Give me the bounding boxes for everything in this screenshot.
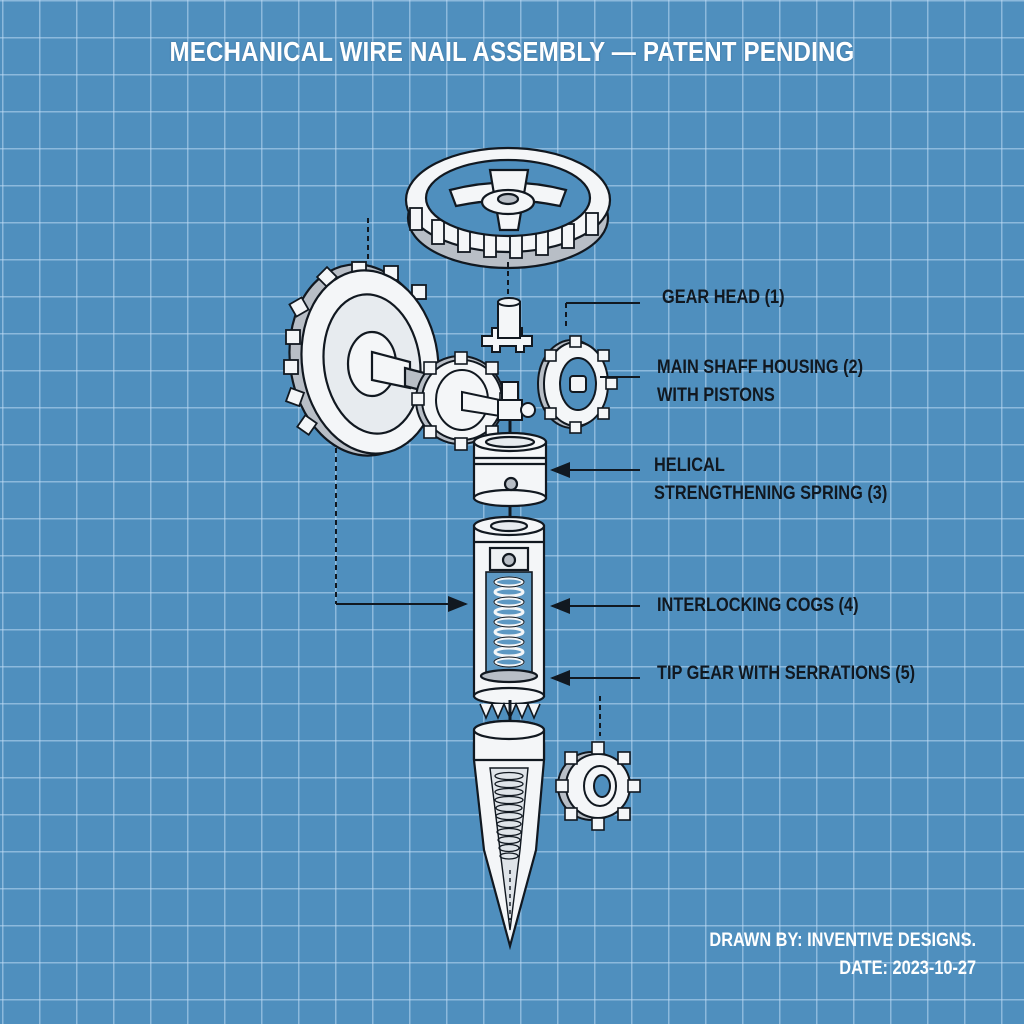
right-small-gear (537, 335, 618, 434)
nail-tip-cone (472, 719, 546, 951)
callout-text: TIP GEAR WITH SERRATIONS (5) (657, 663, 916, 684)
spring-housing-cylinder (472, 515, 546, 706)
callout-text: HELICAL (654, 455, 725, 476)
small-pinion-gear (481, 297, 533, 353)
drawing-date: DATE: 2023-10-27 (839, 958, 976, 979)
detached-side-cog (555, 741, 641, 831)
callout-text: INTERLOCKING COGS (4) (657, 595, 859, 616)
callout-tip-gear: TIP GEAR WITH SERRATIONS (5) (657, 660, 915, 688)
drawn-by-credit: DRAWN BY: INVENTIVE DESIGNS. (709, 930, 976, 951)
callout-text: MAIN SHAFF HOUSING (2) (657, 357, 864, 378)
callout-text: WITH PISTONS (657, 385, 775, 406)
left-large-gear-with-shaft (283, 261, 440, 457)
callout-text: GEAR HEAD (1) (662, 287, 785, 308)
top-large-gear (404, 146, 612, 270)
piston-head (472, 431, 548, 508)
diagram-title: MECHANICAL WIRE NAIL ASSEMBLY — PATENT P… (169, 36, 855, 67)
central-connector (497, 381, 536, 446)
middle-small-gear-with-shaft (411, 351, 513, 451)
callout-text: STRENGTHENING SPRING (3) (654, 483, 888, 504)
callout-gear-head: GEAR HEAD (1) (662, 284, 785, 312)
callout-interlocking-cogs: INTERLOCKING COGS (4) (657, 592, 859, 620)
callout-helical-spring: HELICAL STRENGTHENING SPRING (3) (654, 452, 887, 508)
callout-main-shaft-housing: MAIN SHAFF HOUSING (2) WITH PISTONS (657, 354, 863, 410)
leader-lines (335, 302, 640, 686)
